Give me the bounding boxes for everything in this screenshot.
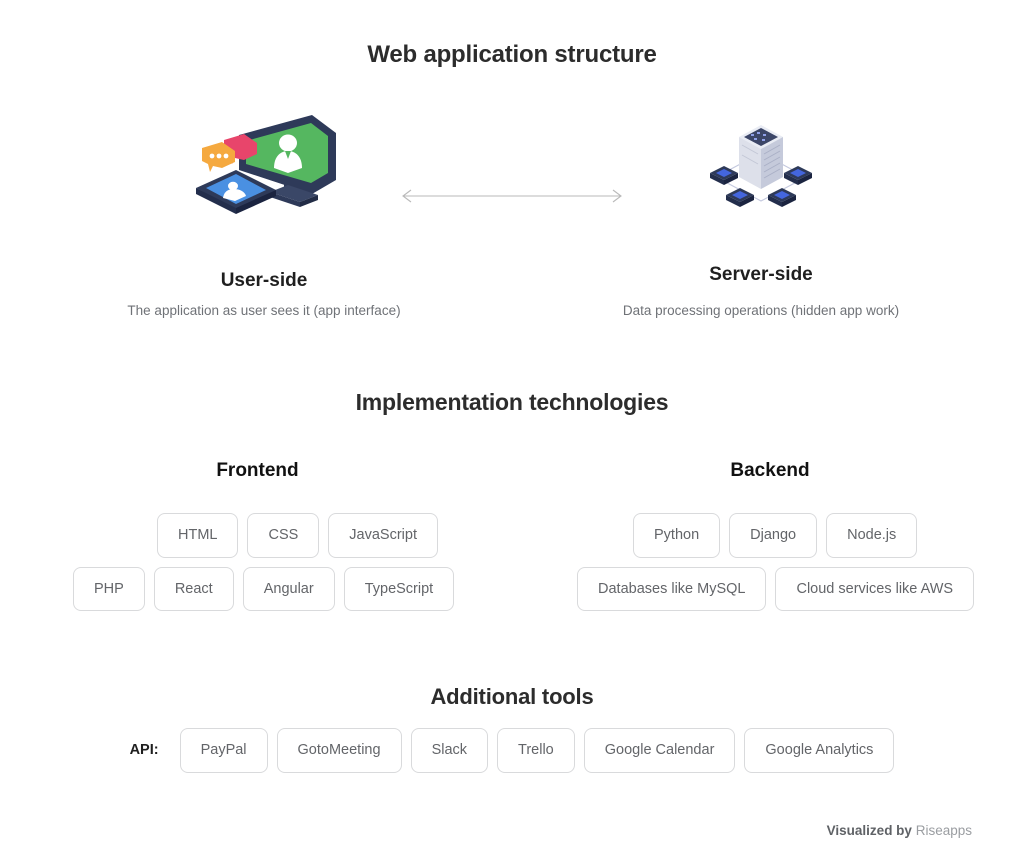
api-label: API:	[129, 742, 159, 759]
tech-chip[interactable]: Cloud services like AWS	[775, 566, 975, 611]
api-chip[interactable]: Google Calendar	[583, 728, 736, 773]
footer-prefix: Visualized by	[826, 823, 912, 838]
page-title: Web application structure	[367, 41, 657, 68]
additional-tools-title: Additional tools	[430, 684, 594, 709]
server-side-block: Server-side Data processing operations (…	[596, 110, 926, 318]
user-side-heading: User-side	[220, 270, 308, 291]
server-side-description: Data processing operations (hidden app w…	[622, 303, 900, 318]
api-chip[interactable]: Google Analytics	[744, 728, 895, 773]
backend-column: Backend Python Django Node.js Databases …	[565, 460, 975, 620]
user-devices-icon	[94, 110, 434, 220]
tech-chip[interactable]: Angular	[242, 566, 335, 611]
footer-credit: Visualized by Riseapps	[827, 823, 972, 838]
server-network-icon	[596, 110, 926, 220]
api-chip[interactable]: Slack	[410, 728, 489, 773]
backend-chip-row-1: Python Django Node.js	[565, 513, 975, 558]
api-chip[interactable]: PayPal	[179, 728, 268, 773]
tech-chip[interactable]: PHP	[73, 566, 145, 611]
tech-chip[interactable]: Databases like MySQL	[577, 566, 767, 611]
user-side-description: The application as user sees it (app int…	[127, 303, 401, 318]
server-side-heading: Server-side	[709, 264, 813, 285]
backend-heading: Backend	[730, 460, 810, 481]
double-arrow-icon	[400, 186, 624, 206]
tech-chip[interactable]: Django	[729, 513, 818, 558]
tech-chip[interactable]: CSS	[247, 513, 320, 558]
footer-brand: Riseapps	[915, 823, 972, 838]
frontend-column: Frontend HTML CSS JavaScript PHP React A…	[55, 460, 460, 620]
frontend-chip-row-1: HTML CSS JavaScript	[55, 513, 460, 558]
frontend-heading: Frontend	[216, 460, 299, 481]
api-chip[interactable]: Trello	[497, 728, 575, 773]
implementation-title: Implementation technologies	[355, 389, 669, 415]
tech-chip[interactable]: TypeScript	[343, 566, 455, 611]
tech-chip[interactable]: JavaScript	[328, 513, 438, 558]
tech-chip[interactable]: HTML	[156, 513, 239, 558]
frontend-chip-row-2: PHP React Angular TypeScript	[55, 566, 460, 611]
tech-chip[interactable]: Node.js	[826, 513, 918, 558]
structure-section: User-side The application as user sees i…	[0, 110, 1024, 320]
tech-chip[interactable]: Python	[633, 513, 721, 558]
tech-chip[interactable]: React	[153, 566, 234, 611]
backend-chip-row-2: Databases like MySQL Cloud services like…	[565, 566, 975, 611]
api-chip[interactable]: GotoMeeting	[276, 728, 402, 773]
api-tools-row: API: PayPal GotoMeeting Slack Trello Goo…	[0, 728, 1024, 773]
user-side-block: User-side The application as user sees i…	[94, 110, 434, 318]
